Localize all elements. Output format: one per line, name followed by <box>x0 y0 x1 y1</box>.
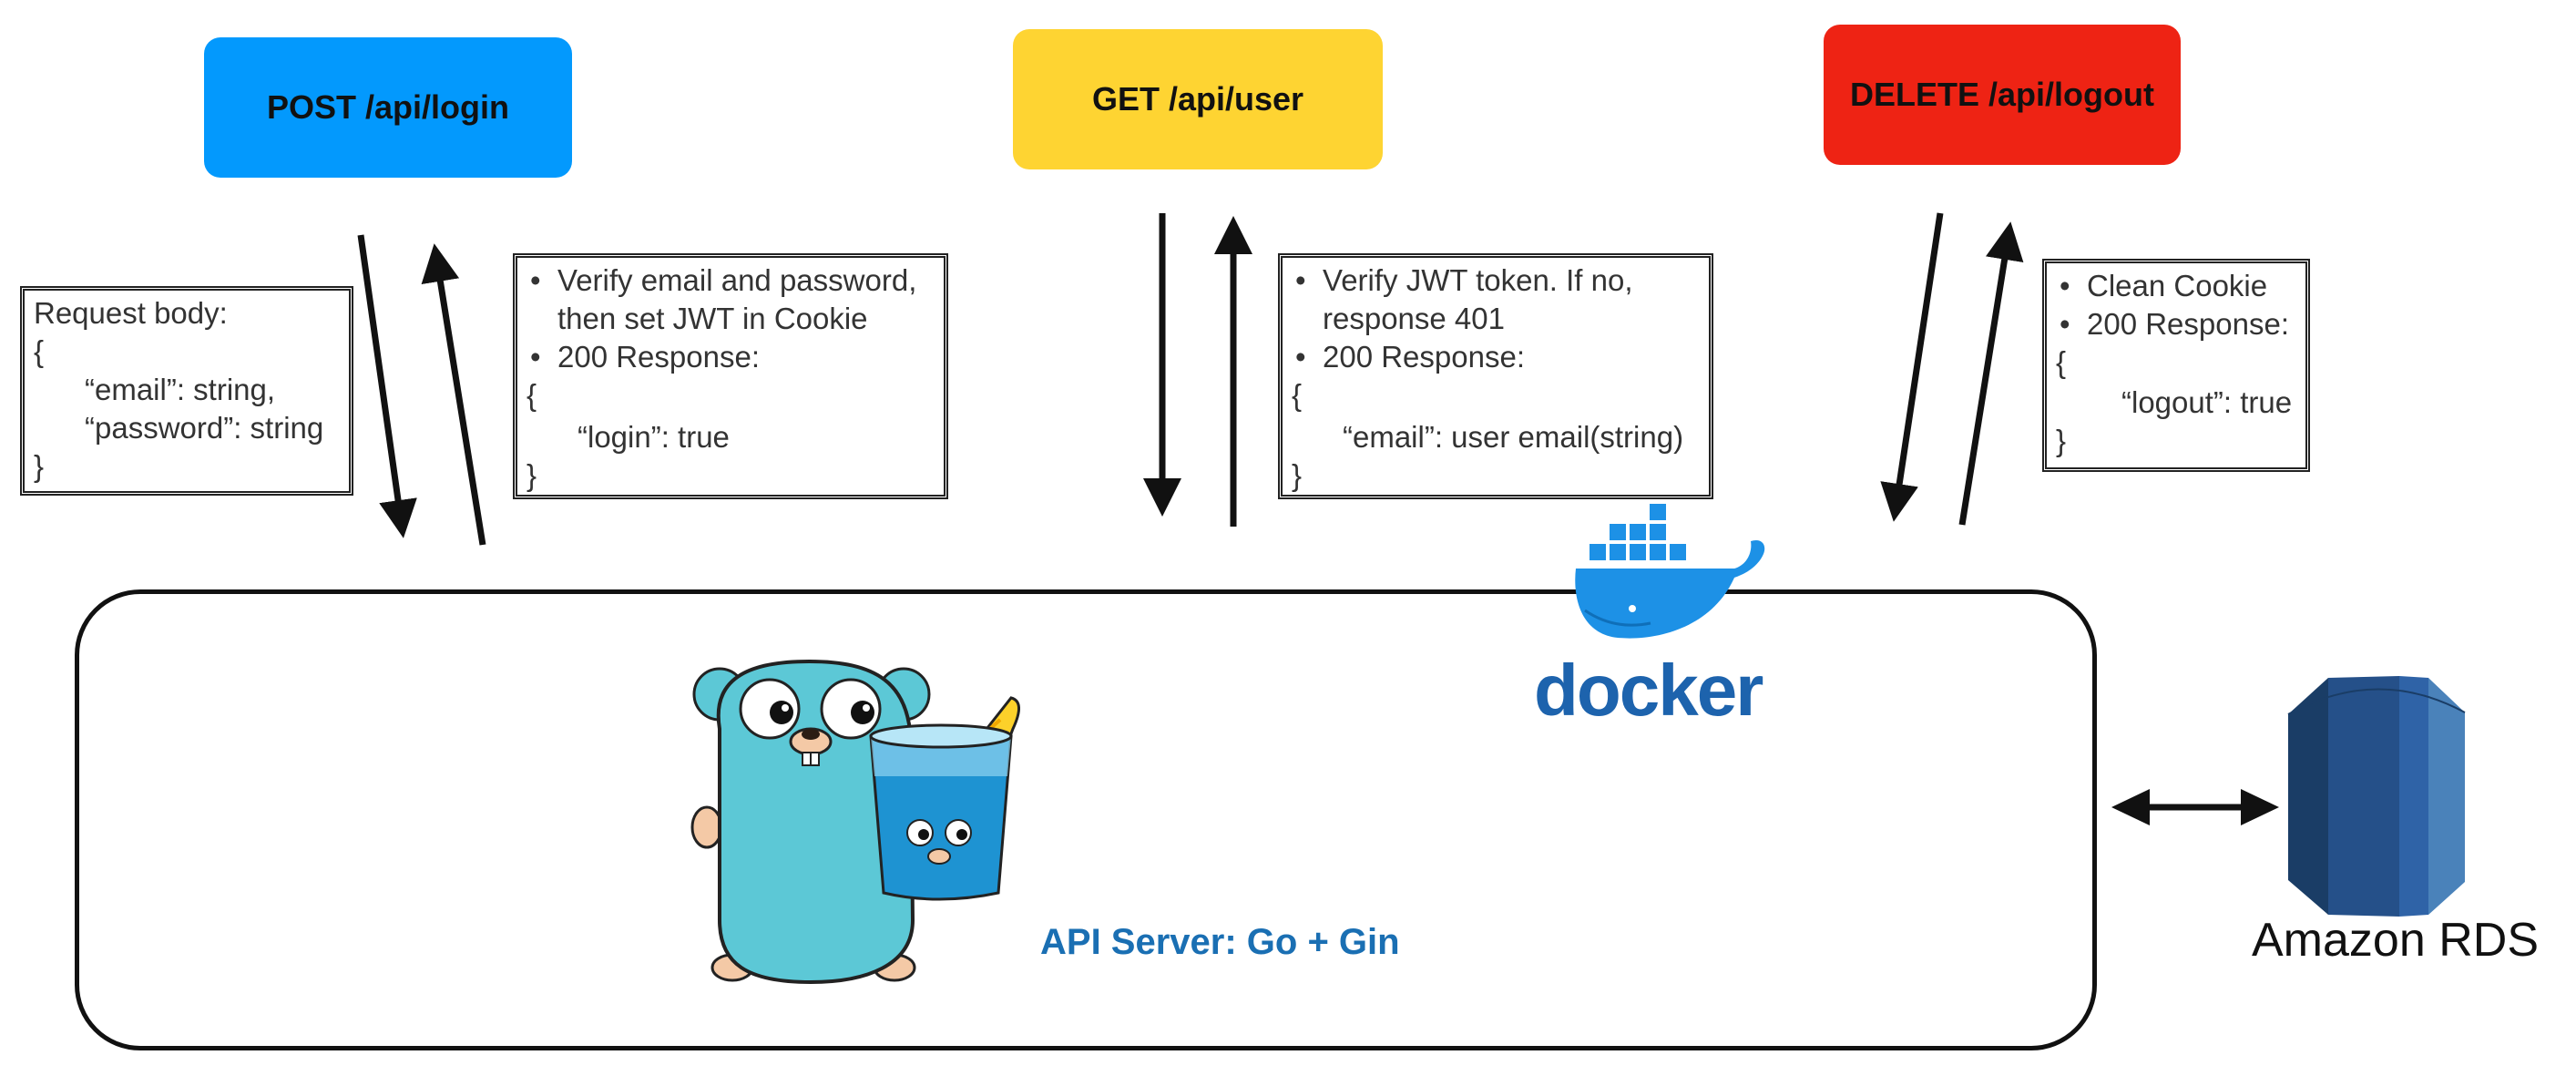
login-verify-bullet-cont: then set JWT in Cookie <box>557 302 868 335</box>
docker-logo-wordmark: docker <box>1534 650 1763 731</box>
amazon-rds-icon <box>2287 676 2466 917</box>
login-request-body-note: Request body: { “email”: string, “passwo… <box>20 286 353 496</box>
logout-response-close: } <box>2056 424 2067 457</box>
logout-response-field: “logout”: true <box>2121 385 2293 419</box>
request-body-close: } <box>34 449 45 483</box>
amazon-rds-label: Amazon RDS <box>2252 914 2539 967</box>
endpoint-delete-logout: DELETE /api/logout <box>1824 25 2181 165</box>
logout-200-bullet: 200 Response: <box>2056 305 2296 343</box>
api-server-box <box>75 589 2097 1050</box>
request-body-open: { <box>34 334 45 368</box>
user-verify-bullet: Verify JWT token. If no, <box>1292 261 1700 300</box>
request-body-password: “password”: string <box>85 411 324 445</box>
api-server-label: API Server: Go + Gin <box>1040 922 1400 962</box>
endpoint-post-login: POST /api/login <box>204 37 572 178</box>
endpoint-get-user-label: GET /api/user <box>1091 80 1304 118</box>
login-200-bullet: 200 Response: <box>526 338 935 376</box>
user-response-note: Verify JWT token. If no, response 401 20… <box>1278 253 1713 499</box>
endpoint-post-login-label: POST /api/login <box>266 88 509 126</box>
request-body-title: Request body: <box>34 296 228 330</box>
endpoint-delete-logout-label: DELETE /api/logout <box>1850 76 2154 113</box>
server-rds-arrow <box>2111 789 2279 825</box>
docker-whale-icon <box>1575 502 1765 639</box>
login-response-arrow <box>421 243 486 546</box>
user-response-open: { <box>1292 378 1303 412</box>
logout-response-note: Clean Cookie 200 Response: { “logout”: t… <box>2042 259 2310 472</box>
login-response-close: } <box>526 458 537 492</box>
logout-response-arrow <box>1958 221 2024 526</box>
login-response-open: { <box>526 378 537 412</box>
endpoint-get-user: GET /api/user <box>1013 29 1383 169</box>
user-verify-bullet-cont: response 401 <box>1323 302 1505 335</box>
logout-clean-bullet: Clean Cookie <box>2056 267 2296 305</box>
user-response-field: “email”: user email(string) <box>1343 420 1684 454</box>
login-response-field: “login”: true <box>578 420 730 454</box>
login-request-arrow <box>357 234 417 538</box>
user-200-bullet: 200 Response: <box>1292 338 1700 376</box>
request-body-email: “email”: string, <box>85 373 276 406</box>
glass-with-lemon-icon <box>869 696 1020 901</box>
user-response-close: } <box>1292 458 1303 492</box>
login-response-note: Verify email and password, then set JWT … <box>513 253 948 499</box>
logout-response-open: { <box>2056 345 2067 379</box>
login-verify-bullet: Verify email and password, <box>526 261 935 300</box>
logout-request-arrow <box>1880 212 1944 522</box>
